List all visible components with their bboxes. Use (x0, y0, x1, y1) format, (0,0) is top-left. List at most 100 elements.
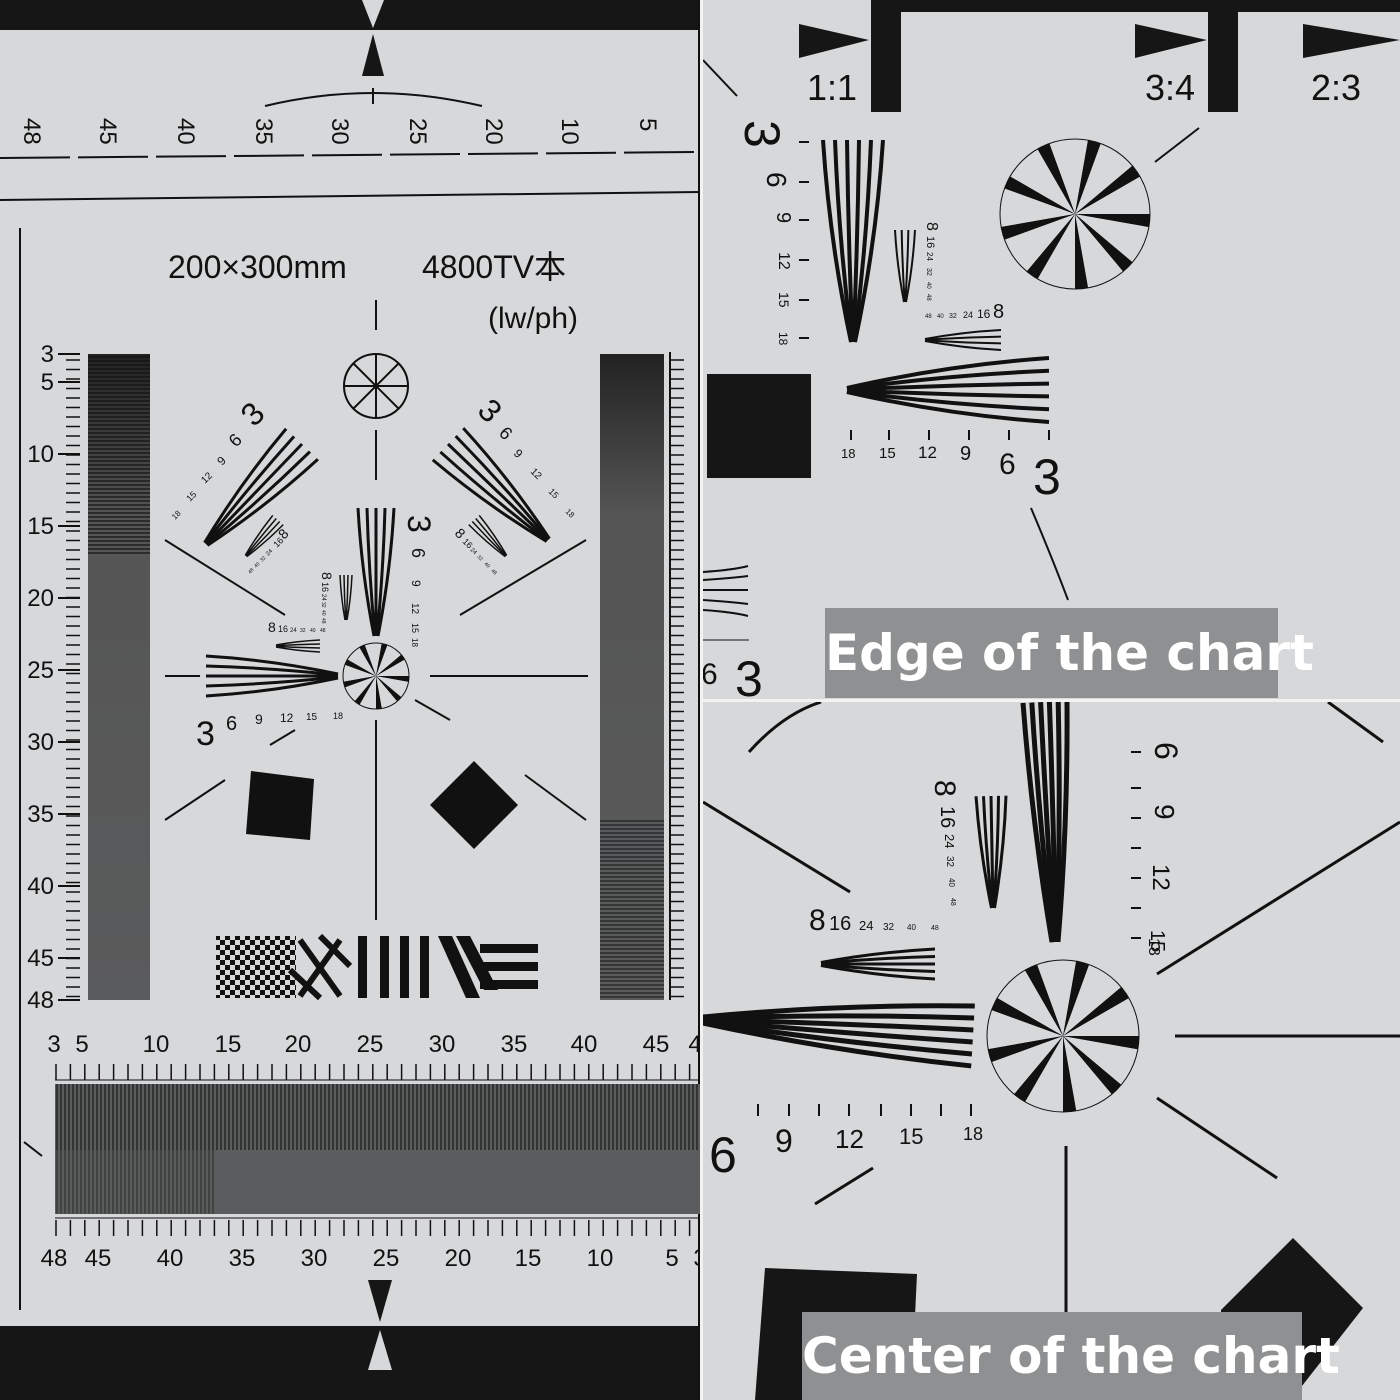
svg-text:48: 48 (18, 118, 45, 145)
svg-text:35: 35 (250, 118, 277, 145)
svg-text:20: 20 (480, 118, 507, 145)
svg-text:45: 45 (94, 118, 121, 145)
svg-text:24: 24 (925, 252, 934, 261)
siemens-star-center (342, 642, 410, 710)
svg-text:18: 18 (776, 332, 790, 346)
svg-text:15: 15 (547, 486, 561, 500)
svg-text:35: 35 (229, 1245, 256, 1272)
svg-text:40: 40 (571, 1031, 598, 1058)
svg-text:6: 6 (761, 172, 792, 188)
svg-text:40: 40 (907, 923, 916, 932)
svg-text:24: 24 (859, 918, 873, 933)
svg-text:20: 20 (285, 1031, 312, 1058)
svg-text:4: 4 (688, 1031, 700, 1058)
svg-text:12: 12 (1147, 864, 1174, 891)
svg-text:40: 40 (925, 282, 931, 289)
svg-text:32: 32 (925, 268, 932, 276)
svg-text:9: 9 (255, 711, 263, 727)
svg-text:20: 20 (445, 1245, 472, 1272)
focus-circle-icon (343, 353, 409, 419)
svg-text:20: 20 (27, 585, 54, 612)
svg-text:6: 6 (408, 548, 428, 558)
svg-text:3: 3 (41, 341, 54, 368)
svg-text:48: 48 (320, 618, 326, 624)
svg-text:32: 32 (476, 554, 484, 562)
svg-text:10: 10 (587, 1245, 614, 1272)
svg-text:8: 8 (319, 572, 335, 580)
svg-text:5: 5 (634, 118, 661, 131)
svg-text:48: 48 (41, 1245, 68, 1272)
svg-text:18: 18 (564, 507, 577, 520)
svg-text:45: 45 (85, 1245, 112, 1272)
svg-text:18: 18 (333, 711, 343, 721)
center-crosshair-lines (164, 300, 588, 920)
svg-text:48: 48 (490, 568, 498, 576)
svg-text:48: 48 (949, 898, 956, 906)
svg-text:3: 3 (196, 715, 215, 753)
svg-text:25: 25 (404, 118, 431, 145)
bottom-notch (368, 1330, 392, 1370)
svg-text:40: 40 (937, 314, 944, 320)
edge-detail-svg: 1:1 3:4 2:3 3 6 9 12 15 18 3 6 9 12 15 1… (703, 0, 1400, 699)
resolution-label: 4800TV本 (422, 249, 566, 285)
svg-text:15: 15 (215, 1031, 242, 1058)
svg-text:6: 6 (709, 1127, 737, 1183)
center-numbers: 6 9 12 15 18 6 9 12 15 18 8 16 24 32 40 … (709, 742, 1184, 1183)
svg-text:8: 8 (809, 904, 826, 937)
svg-text:30: 30 (27, 729, 54, 756)
svg-text:40: 40 (947, 878, 956, 887)
svg-text:6: 6 (703, 658, 718, 691)
svg-text:3: 3 (471, 391, 509, 429)
svg-text:40: 40 (172, 118, 199, 145)
svg-text:5: 5 (41, 369, 54, 396)
pattern-strip (216, 933, 538, 1001)
svg-text:24: 24 (290, 628, 297, 634)
svg-text:8: 8 (993, 301, 1004, 323)
svg-text:12: 12 (528, 466, 544, 482)
svg-text:40: 40 (157, 1245, 184, 1272)
svg-text:3: 3 (1033, 449, 1061, 505)
center-wedges (703, 702, 1070, 1069)
edge-square (707, 374, 811, 478)
svg-text:32: 32 (320, 602, 326, 608)
svg-text:35: 35 (27, 801, 54, 828)
svg-text:3: 3 (693, 1245, 700, 1272)
svg-text:12: 12 (775, 252, 792, 270)
svg-text:30: 30 (301, 1245, 328, 1272)
unit-label: (lw/ph) (488, 302, 578, 335)
svg-text:9: 9 (772, 212, 794, 223)
svg-text:12: 12 (918, 443, 937, 462)
tilted-square-left (246, 771, 314, 840)
ratio-label-1-1: 1:1 (807, 67, 857, 108)
svg-text:24: 24 (265, 548, 274, 557)
svg-text:16: 16 (829, 913, 851, 935)
edge-small-numbers: 8 16 24 32 40 48 8 16 24 32 40 48 (923, 222, 1004, 323)
svg-text:12: 12 (409, 603, 420, 615)
svg-text:15: 15 (899, 1124, 923, 1149)
edge-vertical-numbers: 3 6 9 12 15 18 (734, 120, 809, 346)
vertical-divider (700, 0, 703, 1400)
top-border (0, 0, 700, 30)
svg-text:18: 18 (410, 638, 419, 647)
svg-text:6: 6 (226, 713, 237, 735)
svg-text:18: 18 (841, 446, 855, 461)
svg-text:8: 8 (923, 222, 940, 231)
tilted-square-right (430, 761, 518, 849)
svg-text:3: 3 (734, 120, 790, 148)
svg-text:40: 40 (483, 561, 491, 569)
svg-text:48: 48 (925, 314, 932, 320)
svg-text:8: 8 (268, 619, 276, 635)
horizontal-divider (703, 699, 1400, 702)
svg-text:12: 12 (280, 711, 294, 725)
svg-text:9: 9 (775, 1123, 793, 1159)
svg-text:15: 15 (306, 712, 318, 723)
center-detail-svg: 6 9 12 15 18 6 9 12 15 18 8 16 24 32 40 … (703, 702, 1400, 1400)
ratio-label-2-3: 2:3 (1311, 67, 1361, 108)
svg-text:16: 16 (924, 236, 936, 248)
svg-text:32: 32 (259, 555, 267, 563)
svg-text:45: 45 (643, 1031, 670, 1058)
svg-text:12: 12 (835, 1124, 864, 1154)
